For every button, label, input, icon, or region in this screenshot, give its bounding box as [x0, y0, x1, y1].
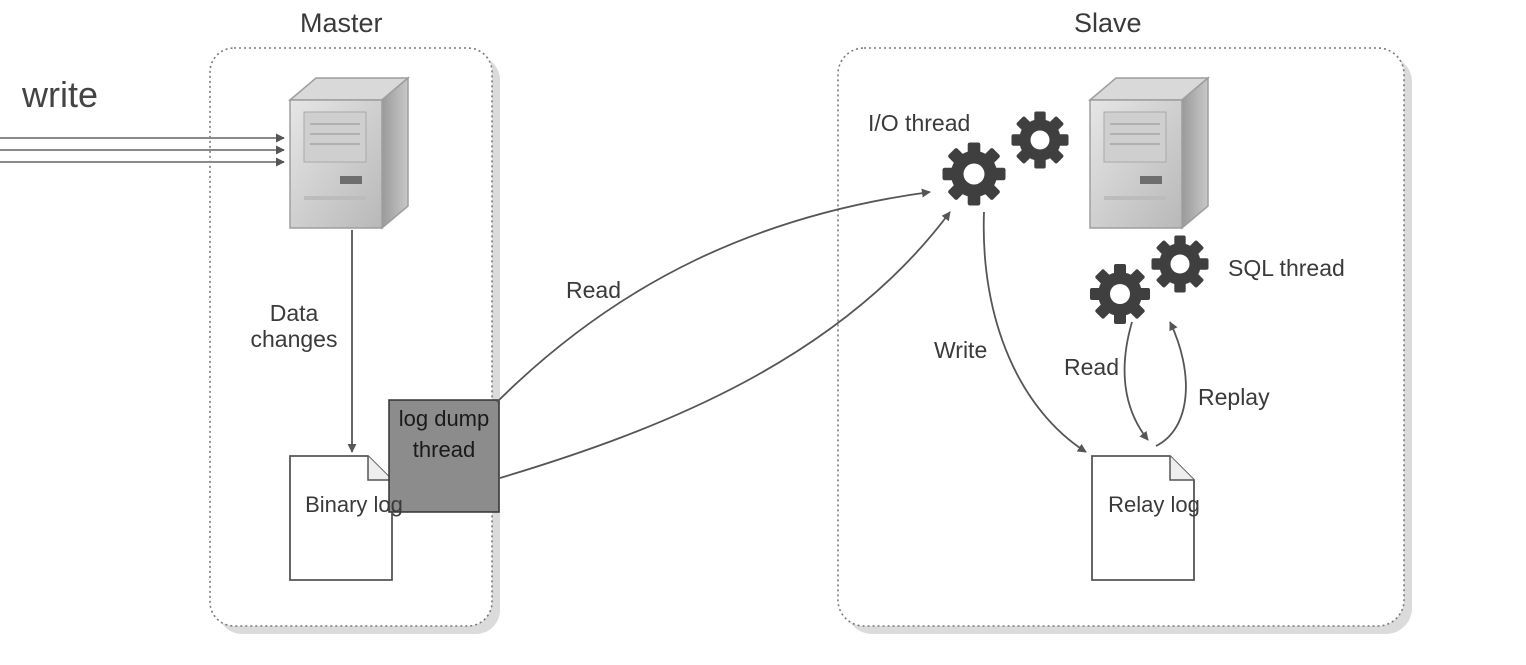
master-title: Master [300, 8, 383, 38]
io-write-label: Write [934, 337, 988, 363]
replay-label: Replay [1198, 384, 1270, 410]
sql-read-arrow [1123, 321, 1149, 441]
read-arrow-upper [496, 188, 931, 403]
read-arrow-lower [499, 211, 951, 479]
sql-thread-label: SQL thread [1228, 255, 1345, 281]
io-write-arrow [982, 211, 1087, 453]
binary-log-icon [289, 455, 393, 581]
master-server-icon [289, 77, 409, 229]
read-label: Read [566, 277, 621, 303]
binary-log-label: Binary log [305, 492, 403, 517]
slave-server-icon [1089, 77, 1209, 229]
sql-read-label: Read [1064, 354, 1119, 380]
relay-log-icon [1091, 455, 1195, 581]
slave-title: Slave [1074, 8, 1142, 38]
data-changes-label: Data changes [250, 300, 338, 353]
incoming-write-label: write [22, 74, 99, 115]
relay-log-label: Relay log [1108, 492, 1200, 517]
log-dump-thread-label: log dump thread [398, 406, 490, 462]
sql-replay-arrow [1155, 321, 1187, 447]
log-dump-thread-box [388, 399, 500, 513]
incoming-write-arrows [0, 133, 285, 167]
io-thread-label: I/O thread [868, 110, 971, 136]
